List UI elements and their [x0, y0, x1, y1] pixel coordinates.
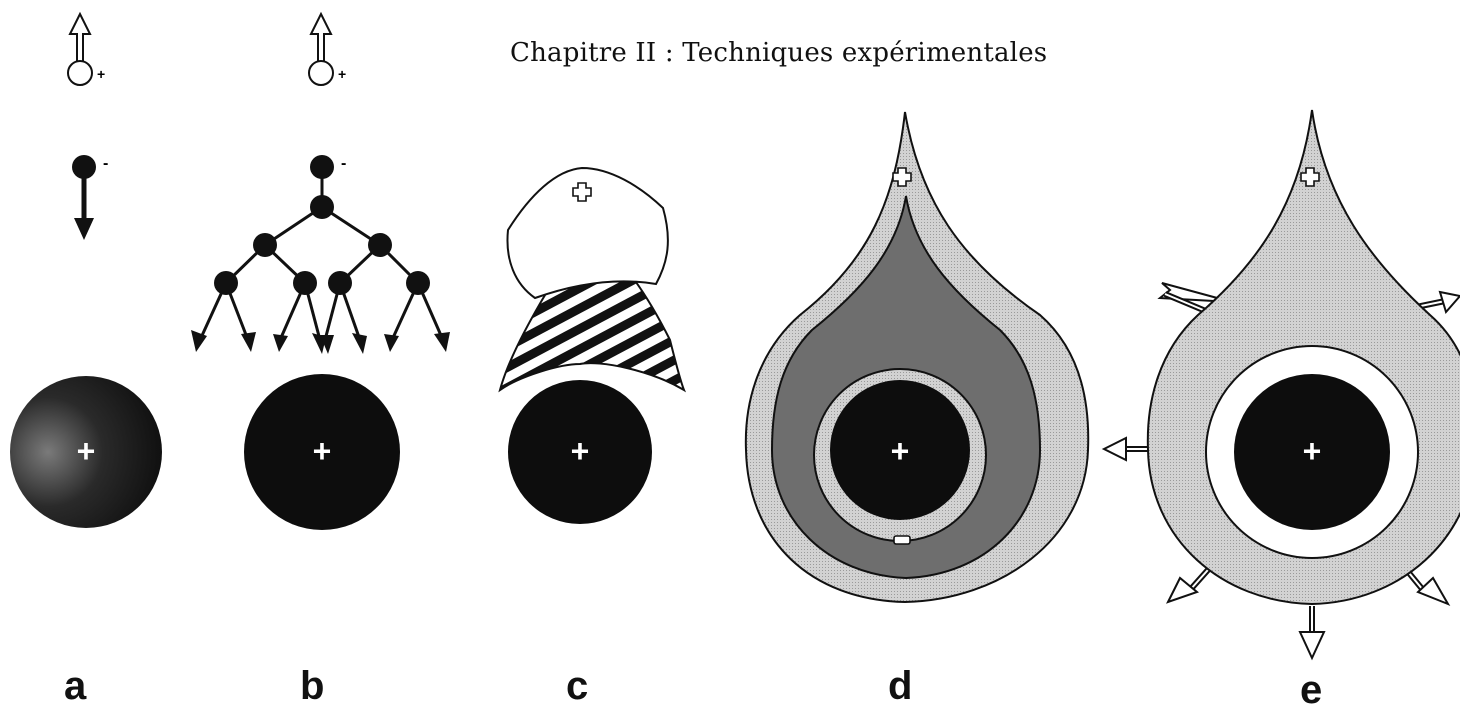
- plus-sign: +: [313, 433, 332, 469]
- panel-c: +: [500, 168, 684, 524]
- panel-label-b: b: [300, 664, 324, 709]
- minus-sign: -: [341, 155, 346, 172]
- minus-sign: -: [103, 155, 108, 172]
- positive-space-charge: [507, 168, 667, 298]
- panel-d: +: [746, 112, 1088, 602]
- electron-cascade: [200, 167, 443, 340]
- minus-symbol: [894, 536, 910, 544]
- ion-sphere: +: [10, 376, 162, 528]
- positive-particle: +: [68, 14, 105, 85]
- panel-e: +: [1104, 110, 1460, 658]
- electrons: [214, 155, 430, 295]
- cascade-arrowheads: [191, 330, 450, 354]
- plus-sign: +: [97, 66, 105, 82]
- plus-sign: +: [571, 433, 590, 469]
- panel-b: +: [191, 14, 450, 530]
- panel-a: + - +: [10, 14, 162, 528]
- plus-sign: +: [77, 433, 96, 469]
- panel-label-c: c: [566, 664, 588, 709]
- ion-sphere: +: [244, 374, 400, 530]
- plus-sign: +: [891, 433, 910, 469]
- ion-sphere: +: [508, 380, 652, 524]
- panel-label-e: e: [1300, 668, 1322, 713]
- negative-particle: -: [72, 155, 108, 240]
- plus-sign: +: [1303, 433, 1322, 469]
- panel-label-d: d: [888, 664, 912, 709]
- positive-particle: +: [309, 14, 346, 85]
- panel-label-a: a: [64, 664, 86, 709]
- plus-sign: +: [338, 66, 346, 82]
